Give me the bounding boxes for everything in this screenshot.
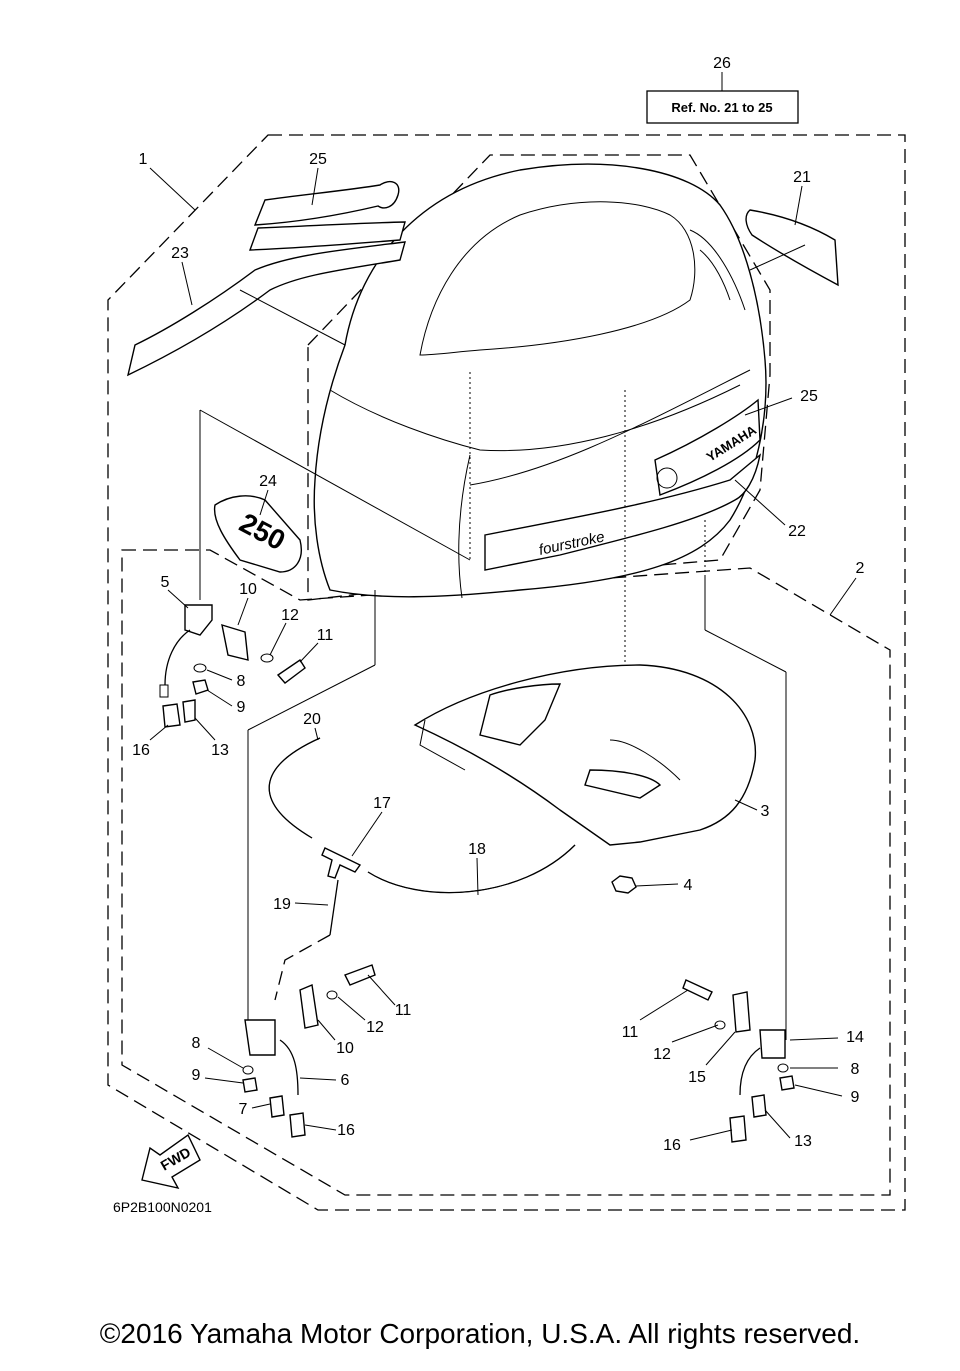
callout-10a: 10 [239, 581, 257, 598]
ref-box: Ref. No. 21 to 25 [646, 72, 799, 124]
callout-15: 15 [688, 1069, 706, 1086]
callout-19: 19 [273, 896, 291, 913]
callout-7: 7 [239, 1101, 248, 1118]
callout-12a: 12 [281, 607, 299, 624]
callout-11b: 11 [395, 1002, 412, 1019]
callout-21: 21 [793, 169, 811, 186]
callout-22: 22 [788, 523, 806, 540]
decal-25-top [248, 180, 406, 251]
callout-2: 2 [856, 560, 865, 577]
callout-17: 17 [373, 795, 391, 812]
decal-24-badge: 250 [213, 495, 302, 573]
decal-21 [745, 209, 839, 287]
nut-4 [611, 875, 637, 894]
group-2-boundary [121, 549, 891, 1196]
callout-25a: 25 [309, 151, 327, 168]
fwd-arrow: FWD [141, 1133, 201, 1190]
callout-16a: 16 [132, 742, 150, 759]
group-1-boundary [107, 134, 906, 1211]
callout-13a: 13 [211, 742, 229, 759]
ref-box-text: Ref. No. 21 to 25 [671, 100, 772, 115]
callout-leaders [149, 167, 857, 1141]
callout-11a: 11 [317, 627, 334, 644]
top-cowling [313, 163, 767, 599]
callout-6: 6 [341, 1072, 350, 1089]
callout-8a: 8 [237, 673, 246, 690]
copyright-notice: ©2016 Yamaha Motor Corporation, U.S.A. A… [99, 1318, 861, 1349]
callout-25b: 25 [800, 388, 818, 405]
callout-3: 3 [761, 803, 770, 820]
callout-9a: 9 [237, 699, 246, 716]
callout-13c: 13 [794, 1133, 812, 1150]
callout-16b: 16 [337, 1122, 355, 1139]
latch-assembly-lower-left [242, 964, 376, 1138]
callout-20: 20 [303, 711, 321, 728]
callout-labels: 26 1 25 23 21 25 24 22 2 5 10 12 11 8 9 … [132, 55, 864, 1154]
callout-14: 14 [846, 1029, 864, 1046]
callout-4: 4 [684, 877, 693, 894]
callout-9c: 9 [851, 1089, 860, 1106]
diagram-code: 6P2B100N0201 [113, 1199, 212, 1215]
callout-16c: 16 [663, 1137, 681, 1154]
callout-9b: 9 [192, 1067, 201, 1084]
callout-12c: 12 [653, 1046, 671, 1063]
callout-18: 18 [468, 841, 486, 858]
hose-assembly [268, 737, 576, 1001]
decal-23 [126, 241, 406, 377]
callout-1: 1 [139, 151, 148, 168]
callout-26: 26 [713, 55, 731, 72]
bottom-cowling [413, 664, 757, 846]
latch-assembly-left [159, 604, 306, 728]
callout-11c: 11 [622, 1024, 639, 1041]
callout-23: 23 [171, 245, 189, 262]
callout-8b: 8 [192, 1035, 201, 1052]
callout-5: 5 [161, 574, 170, 591]
leader-lines [199, 244, 806, 1040]
callout-8c: 8 [851, 1061, 860, 1078]
latch-assembly-lower-right [682, 979, 795, 1143]
callout-12b: 12 [366, 1019, 384, 1036]
callout-10b: 10 [336, 1040, 354, 1057]
callout-24: 24 [259, 473, 277, 490]
